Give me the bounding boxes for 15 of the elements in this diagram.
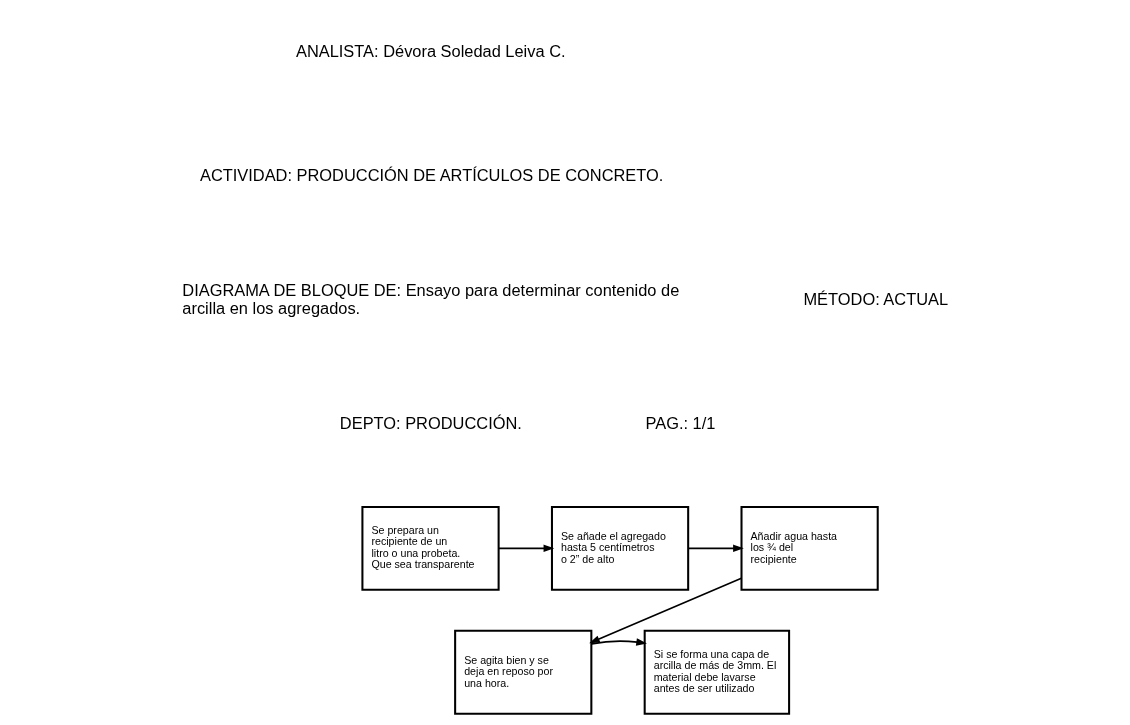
label: PAG.: 1/1 (645, 413, 715, 432)
node-box: Si se forma una capa de arcilla de más de 3mm. El material debe lavarse antes de ser utilizado (643, 629, 790, 715)
label: DEPTO: PRODUCCIÓN. (339, 413, 522, 432)
label: MÉTODO: ACTUAL (802, 289, 948, 308)
arrow (590, 638, 647, 646)
label: ANALISTA: Dévora Soledad Leiva C. (295, 41, 566, 60)
arrow (588, 577, 742, 644)
arrow (497, 544, 554, 553)
node-box: Añadir agua hasta los ¾ del recipiente (740, 505, 879, 591)
node-box: Se añade el agregado hasta 5 centímetros o 2” de alto (550, 505, 689, 591)
label: DIAGRAMA DE BLOQUE DE: Ensayo para determinar contenido de arcilla en los agregados. (181, 280, 679, 317)
node-box: Se agita bien y se deja en reposo por una hora. (453, 629, 592, 715)
arrow (686, 544, 744, 553)
label: ACTIVIDAD: PRODUCCIÓN DE ARTÍCULOS DE CONCRETO. (199, 165, 663, 184)
node-box: Se prepara un recipiente de un litro o una probeta. Que sea transparente (360, 505, 500, 591)
